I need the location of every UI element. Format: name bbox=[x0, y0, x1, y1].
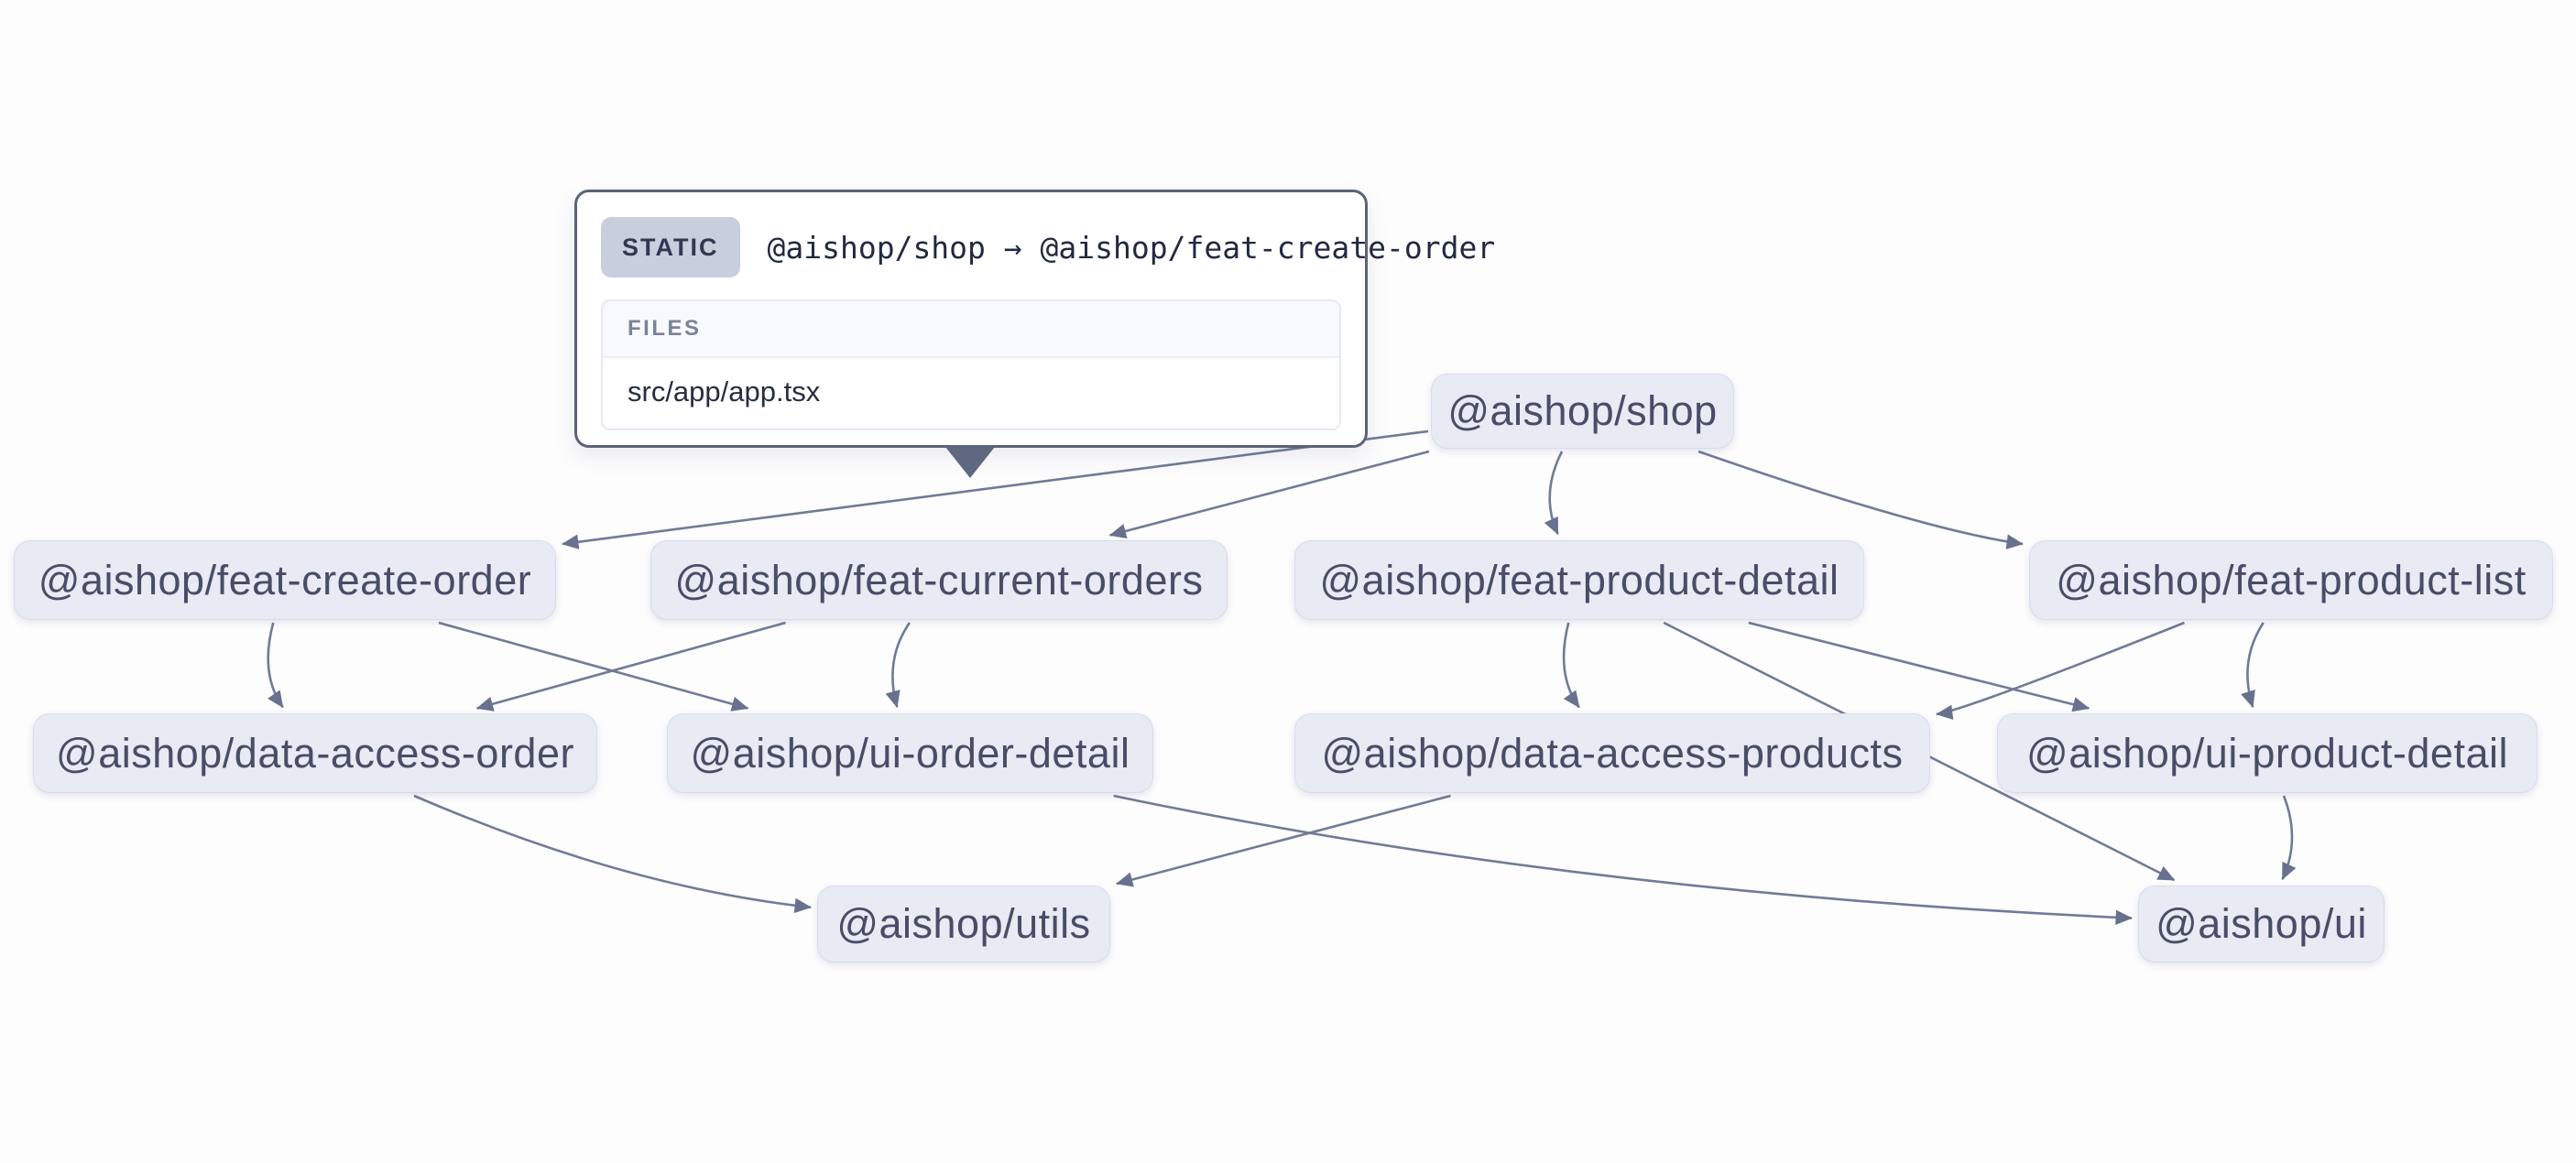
graph-edge-ui-order-detail-to-ui[interactable] bbox=[1113, 794, 2133, 926]
graph-edge-feat-create-order-to-ui-order-detail[interactable] bbox=[438, 621, 749, 712]
graph-edge-feat-product-list-to-data-access-products[interactable] bbox=[1936, 621, 2185, 720]
edge-type-badge: STATIC bbox=[601, 217, 740, 277]
graph-edge-shop-to-feat-product-list[interactable] bbox=[1697, 450, 2024, 549]
graph-edge-feat-product-detail-to-data-access-products[interactable] bbox=[1562, 622, 1580, 709]
edge-tooltip-header: STATIC @aishop/shop → @aishop/feat-creat… bbox=[601, 217, 1495, 277]
graph-edge-feat-current-orders-to-data-access-order[interactable] bbox=[475, 621, 786, 712]
graph-edge-feat-create-order-to-data-access-order[interactable] bbox=[267, 622, 284, 709]
edge-tooltip-caret-icon bbox=[945, 447, 995, 478]
graph-node-shop[interactable]: @aishop/shop bbox=[1431, 374, 1734, 449]
graph-node-data-access-products[interactable]: @aishop/data-access-products bbox=[1294, 713, 1930, 793]
graph-node-data-access-order[interactable]: @aishop/data-access-order bbox=[33, 713, 597, 793]
edge-files-panel: FILES src/app/app.tsx bbox=[601, 299, 1341, 430]
graph-edge-shop-to-feat-product-detail[interactable] bbox=[1544, 451, 1564, 536]
graph-node-ui[interactable]: @aishop/ui bbox=[2138, 886, 2385, 962]
graph-edge-feat-product-list-to-ui-product-detail[interactable] bbox=[2241, 622, 2265, 708]
graph-node-ui-order-detail[interactable]: @aishop/ui-order-detail bbox=[667, 713, 1153, 793]
graph-edge-data-access-order-to-utils[interactable] bbox=[413, 794, 812, 914]
graph-edge-feat-current-orders-to-ui-order-detail[interactable] bbox=[885, 622, 911, 708]
graph-node-utils[interactable]: @aishop/utils bbox=[817, 886, 1110, 962]
edge-tooltip: STATIC @aishop/shop → @aishop/feat-creat… bbox=[574, 190, 1495, 448]
graph-node-feat-create-order[interactable]: @aishop/feat-create-order bbox=[14, 540, 556, 620]
graph-node-feat-product-list[interactable]: @aishop/feat-product-list bbox=[2029, 540, 2553, 620]
graph-edge-shop-to-feat-create-order[interactable] bbox=[562, 429, 1429, 549]
graph-edge-ui-product-detail-to-ui[interactable] bbox=[2281, 795, 2297, 881]
graph-edge-shop-to-feat-current-orders[interactable] bbox=[1108, 450, 1430, 539]
edge-files-header: FILES bbox=[603, 301, 1339, 358]
graph-node-feat-product-detail[interactable]: @aishop/feat-product-detail bbox=[1294, 540, 1864, 620]
graph-edge-data-access-products-to-utils[interactable] bbox=[1116, 794, 1451, 887]
edge-route-label: @aishop/shop → @aishop/feat-create-order bbox=[767, 229, 1496, 266]
graph-node-ui-product-detail[interactable]: @aishop/ui-product-detail bbox=[1997, 713, 2538, 793]
graph-edge-feat-product-detail-to-ui-product-detail[interactable] bbox=[1748, 621, 2090, 712]
edge-file-path: src/app/app.tsx bbox=[603, 358, 1339, 429]
graph-node-feat-current-orders[interactable]: @aishop/feat-current-orders bbox=[650, 540, 1228, 620]
